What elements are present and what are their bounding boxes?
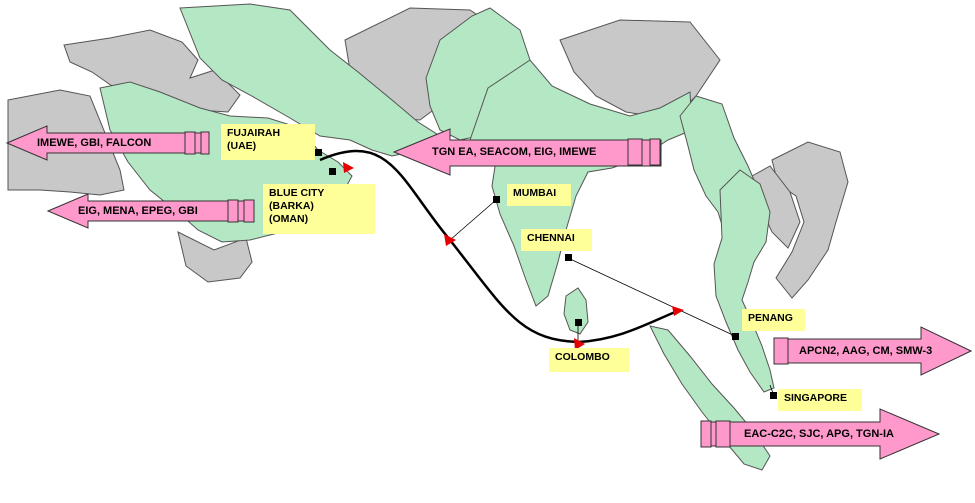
label-chennai: CHENNAI (521, 229, 592, 251)
label-mumbai: MUMBAI (507, 184, 571, 206)
connector-mumbai (449, 199, 497, 241)
land-thailand-malaysia-green (713, 169, 775, 393)
landing-point-square (575, 319, 582, 326)
landing-point-square (493, 196, 500, 203)
arrow-shape-left (5, 125, 210, 161)
label-colombo: COLOMBO (549, 348, 629, 372)
arrow-label: APCN2, AAG, CM, SMW-3 (799, 345, 933, 357)
landing-point-square (329, 168, 336, 175)
marker-triangle (343, 162, 354, 173)
arrow-label: IMEWE, GBI, FALCON (37, 137, 152, 149)
arrow-label: TGN EA, SEACOM, EIG, IMEWE (432, 146, 597, 158)
route-cable (319, 149, 681, 344)
label-fujairah: FUJAIRAH (UAE) (221, 124, 315, 160)
arrow-shape-right (773, 326, 972, 376)
land-horn-africa-grey (177, 231, 253, 283)
land-europe-grey (63, 29, 241, 113)
marker-triangle (574, 338, 585, 350)
arrow-shape-left (46, 193, 255, 229)
landing-point-square (315, 149, 322, 156)
connector-chennai-penang (567, 257, 736, 337)
arrow-tgn-ea-seacom: TGN EA, SEACOM, EIG, IMEWE (392, 128, 662, 176)
arrow-imewe-gbi-falcon: IMEWE, GBI, FALCON (5, 125, 210, 161)
marker-triangle (672, 306, 684, 316)
arrow-shape-left (392, 128, 662, 176)
label-penang: PENANG (742, 309, 805, 331)
label-singapore: SINGAPORE (778, 389, 862, 411)
arrow-eac-c2c: EAC-C2C, SJC, APG, TGN-IA (700, 408, 940, 460)
marker-triangle (444, 234, 456, 246)
arrow-eig-mena-epeg-gbi: EIG, MENA, EPEG, GBI (46, 193, 255, 229)
land-sri-lanka-green (563, 287, 589, 335)
landing-point-square (732, 333, 739, 340)
arrow-label: EAC-C2C, SJC, APG, TGN-IA (744, 428, 894, 440)
label-blue-city: BLUE CITY (BARKA) (OMAN) (263, 184, 375, 234)
arrow-shape-right (700, 408, 940, 460)
landing-point-square (770, 392, 777, 399)
arrow-label: EIG, MENA, EPEG, GBI (78, 205, 198, 217)
arrow-apcn2-aag: APCN2, AAG, CM, SMW-3 (773, 326, 972, 376)
land-vietnam-grey (771, 141, 849, 299)
landing-point-square (565, 254, 572, 261)
